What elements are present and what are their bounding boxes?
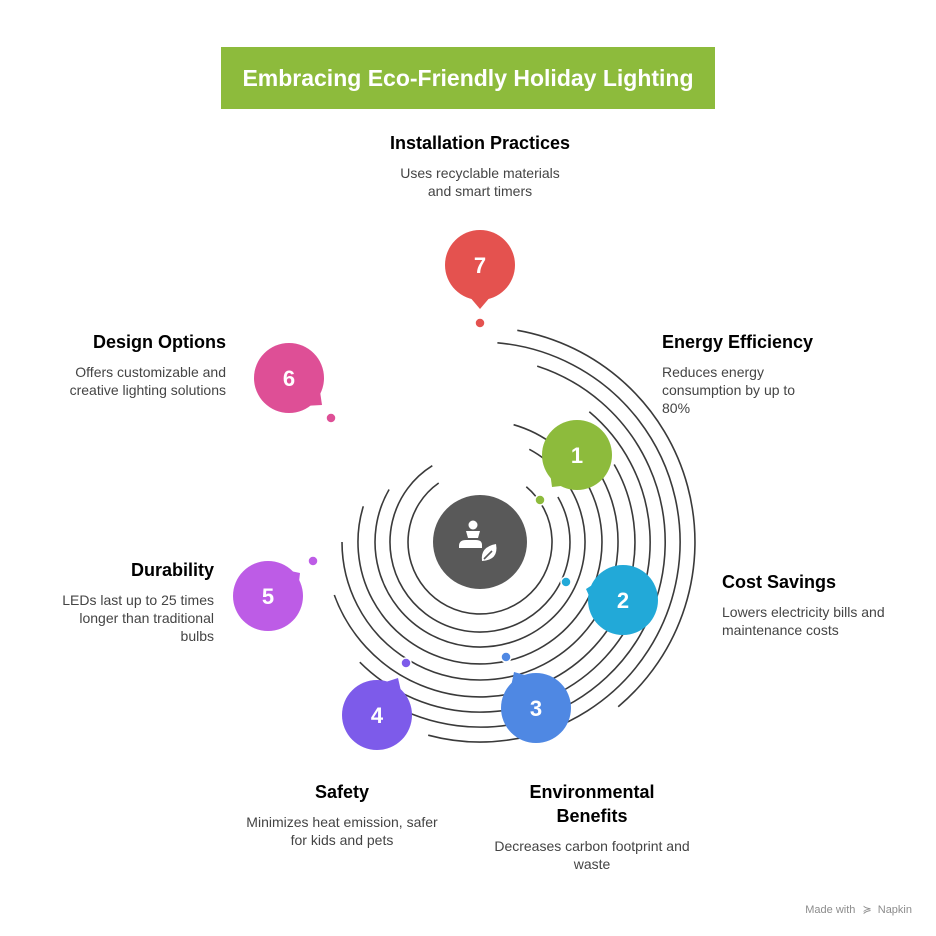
eco-light-bulb-hand-leaf-icon (459, 520, 497, 561)
step-3-badge (501, 673, 571, 743)
step-1-block: Energy Efficiency Reduces energy consump… (662, 330, 832, 417)
step-6-dot (325, 412, 337, 424)
step-6-number: 6 (283, 366, 295, 391)
step-3-number: 3 (530, 696, 542, 721)
spiral-arc-1 (407, 482, 553, 615)
step-5-title: Durability (130, 560, 214, 580)
step-4-block: Safety Minimizes heat emission, safer fo… (242, 780, 442, 849)
step-5-description: LEDs last up to 25 times longer than tra… (62, 592, 214, 644)
step-2-description: Lowers electricity bills and maintenance… (722, 604, 885, 638)
step-7-title: Installation Practices (389, 133, 571, 153)
napkin-watermark: Made with ≽ Napkin (805, 903, 912, 916)
step-7-dot (474, 317, 486, 329)
step-4-dot (400, 657, 412, 669)
step-4-marker: 4 (342, 657, 412, 750)
step-1-description: Reduces energy consumption by up to 80% (662, 364, 796, 416)
step-1-marker: 1 (534, 420, 612, 506)
step-1-number: 1 (571, 443, 583, 468)
step-7-number: 7 (474, 253, 486, 278)
step-6-title: Design Options (92, 332, 226, 352)
spiral-arc-2 (389, 465, 571, 633)
step-2-badge (588, 565, 658, 635)
step-3-title: Environmental Benefits (529, 782, 655, 826)
step-3-marker: 3 (500, 651, 571, 743)
spiral-arc-5 (341, 428, 619, 681)
center-hub (433, 495, 527, 589)
step-5-badge (233, 561, 303, 631)
step-4-badge (342, 680, 412, 750)
title-banner: Embracing Eco-Friendly Holiday Lighting (221, 47, 715, 109)
step-7-marker: 7 (445, 230, 515, 329)
step-7-badge (445, 230, 515, 300)
step-2-number: 2 (617, 588, 629, 613)
step-markers: 1 2 3 4 5 6 7 (233, 230, 658, 750)
step-1-dot (534, 494, 546, 506)
spiral-arc-10 (517, 329, 696, 708)
step-6-marker: 6 (254, 343, 337, 424)
step-2-block: Cost Savings Lowers electricity bills an… (722, 570, 922, 639)
step-6-block: Design Options Offers customizable and c… (36, 330, 226, 399)
step-5-number: 5 (262, 584, 274, 609)
step-2-title: Cost Savings (722, 572, 837, 592)
step-4-description: Minimizes heat emission, safer for kids … (246, 814, 438, 848)
step-6-badge (254, 343, 324, 413)
step-7-description: Uses recyclable materials and smart time… (400, 165, 560, 199)
step-3-block: Environmental Benefits Decreases carbon … (492, 780, 692, 873)
step-5-block: Durability LEDs last up to 25 times long… (24, 558, 214, 645)
step-3-description: Decreases carbon footprint and waste (494, 838, 690, 872)
step-1-badge (542, 420, 612, 490)
step-6-description: Offers customizable and creative lightin… (69, 364, 226, 398)
spiral-arc-3 (374, 448, 586, 648)
napkin-logo-icon: ≽ (862, 904, 872, 916)
step-3-dot (500, 651, 512, 663)
step-7-block: Installation Practices Uses recyclable m… (340, 131, 620, 200)
step-2-dot (560, 576, 572, 588)
watermark-brand: Napkin (877, 904, 912, 916)
spiral-arc-7 (359, 411, 651, 713)
step-4-title: Safety (314, 782, 370, 802)
step-5-dot (307, 555, 319, 567)
step-2-marker: 2 (560, 565, 658, 635)
step-1-title: Energy Efficiency (662, 332, 814, 352)
page-title: Embracing Eco-Friendly Holiday Lighting (242, 64, 694, 91)
watermark-prefix: Made with (805, 904, 856, 916)
step-4-number: 4 (371, 703, 384, 728)
step-5-marker: 5 (233, 555, 319, 631)
